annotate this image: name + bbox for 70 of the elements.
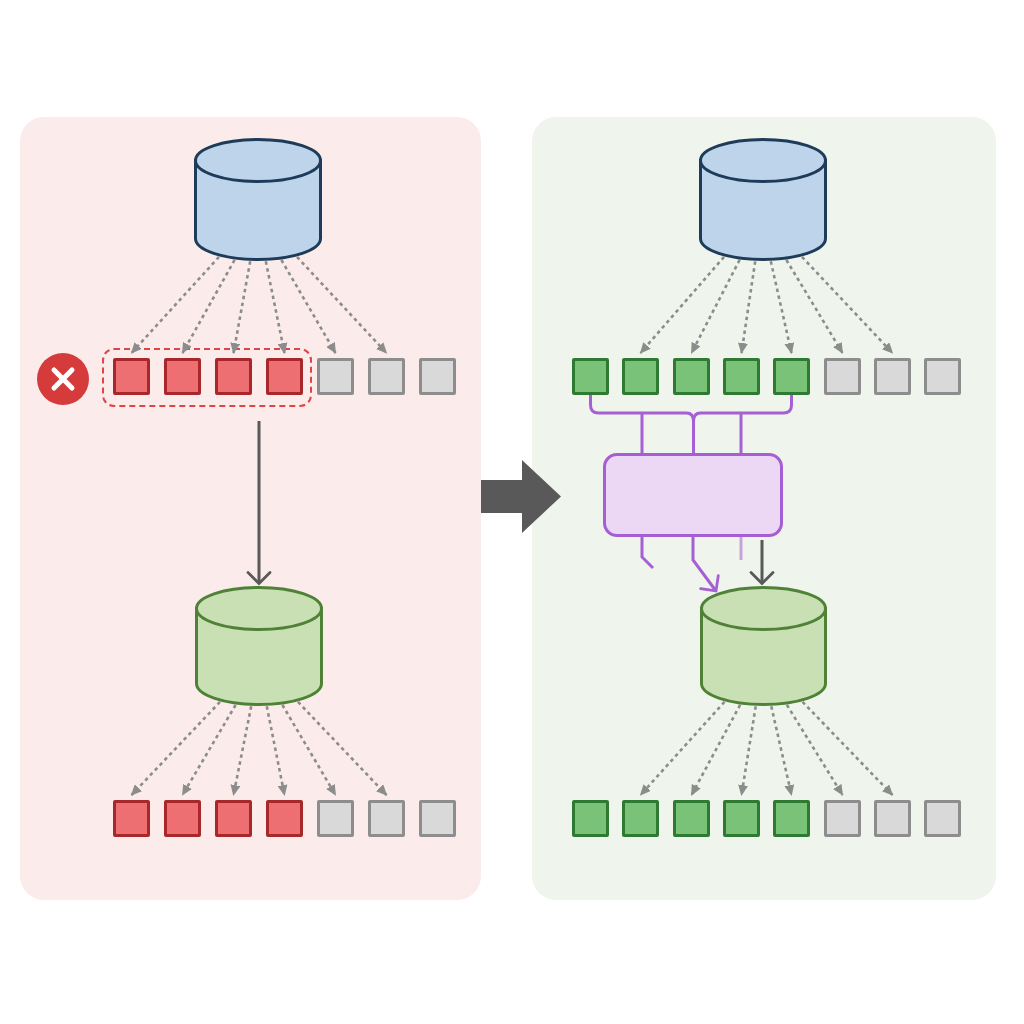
data-block <box>773 358 810 395</box>
data-block <box>572 800 609 837</box>
dotted-arrow <box>181 704 237 796</box>
dashed-group-outline <box>102 348 312 407</box>
dotted-arrow <box>785 704 844 796</box>
dotted-arrow <box>770 706 795 796</box>
data-block <box>723 358 760 395</box>
dotted-arrow <box>130 256 220 354</box>
connector-line <box>739 537 743 560</box>
dotted-arrow <box>738 706 757 796</box>
dotted-arrow <box>264 261 288 354</box>
panel <box>532 117 996 900</box>
dotted-arrow <box>280 259 337 354</box>
data-block <box>317 358 354 395</box>
dotted-arrow <box>690 259 741 354</box>
data-block <box>419 800 456 837</box>
connector-line <box>739 413 743 453</box>
data-block <box>572 358 609 395</box>
arrow <box>749 540 775 585</box>
data-block <box>924 800 961 837</box>
dotted-arrow <box>639 700 726 796</box>
dotted-arrow <box>281 704 337 796</box>
data-block <box>874 800 911 837</box>
data-block <box>112 357 150 395</box>
dotted-arrow <box>690 704 742 796</box>
data-block <box>113 800 150 837</box>
data-block <box>266 800 303 837</box>
data-block <box>673 800 710 837</box>
dotted-arrow <box>738 261 757 354</box>
arrow <box>691 537 720 593</box>
dotted-arrow <box>801 256 894 354</box>
data-block <box>215 800 252 837</box>
data-block <box>723 800 760 837</box>
dotted-arrow <box>181 259 236 354</box>
data-block <box>163 357 201 395</box>
data-block <box>824 800 861 837</box>
data-block <box>622 800 659 837</box>
data-block <box>622 358 659 395</box>
database-cylinder <box>700 586 827 706</box>
data-block <box>419 358 456 395</box>
dotted-arrow <box>230 261 252 354</box>
dotted-arrow <box>639 256 725 354</box>
arrow <box>246 421 272 585</box>
data-block <box>824 358 861 395</box>
data-block <box>265 357 303 395</box>
panel <box>20 117 481 900</box>
block-arrow <box>481 460 561 533</box>
data-block <box>214 357 252 395</box>
database-cylinder <box>195 586 323 706</box>
dotted-arrow <box>801 700 894 796</box>
data-block <box>673 358 710 395</box>
dotted-arrow <box>297 701 388 796</box>
process-box <box>603 453 783 537</box>
connector-line <box>640 413 644 453</box>
dotted-arrow <box>769 261 795 354</box>
data-block <box>368 358 405 395</box>
data-block <box>874 358 911 395</box>
data-block <box>317 800 354 837</box>
dotted-arrow <box>130 701 221 796</box>
database-cylinder <box>699 138 827 261</box>
dotted-arrow <box>785 259 844 354</box>
database-cylinder <box>194 138 322 261</box>
dotted-arrow <box>230 706 253 796</box>
dotted-arrow <box>265 706 288 796</box>
data-block <box>164 800 201 837</box>
connector-line <box>640 537 655 570</box>
data-block <box>773 800 810 837</box>
dotted-arrow <box>296 256 388 354</box>
data-block <box>368 800 405 837</box>
data-block <box>924 358 961 395</box>
